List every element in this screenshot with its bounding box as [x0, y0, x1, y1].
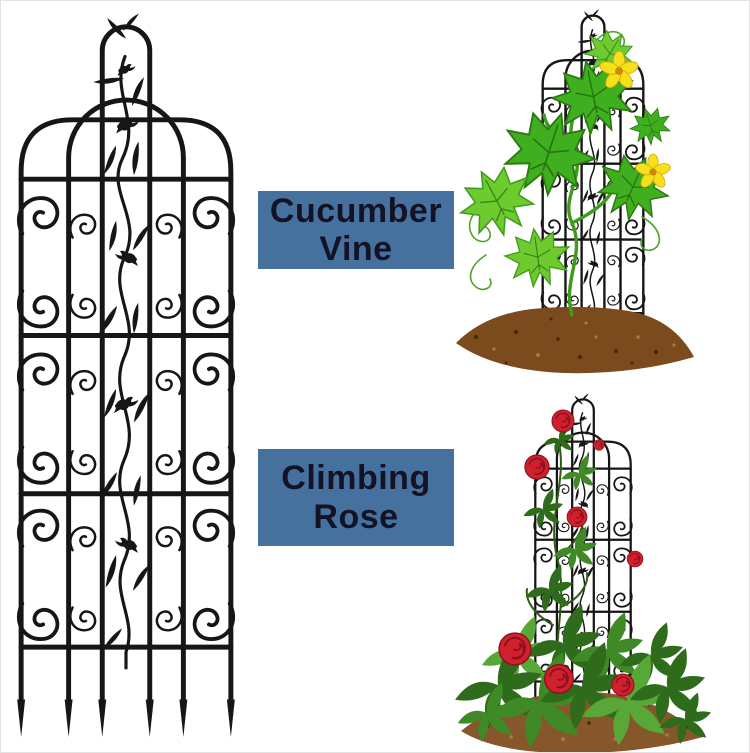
cucumber-vine-label: Cucumber Vine	[258, 191, 454, 269]
soil-mound	[456, 306, 694, 374]
trellis-line-art	[6, 9, 246, 751]
label-text: Climbing Rose	[281, 459, 431, 536]
rose-foliage	[454, 422, 711, 748]
label-text: Cucumber Vine	[269, 191, 443, 268]
trellis-drawing	[17, 14, 235, 737]
climbing-rose-photo	[453, 387, 711, 752]
cucumber-vine-photo	[447, 7, 694, 374]
climbing-rose-label: Climbing Rose	[258, 449, 454, 546]
